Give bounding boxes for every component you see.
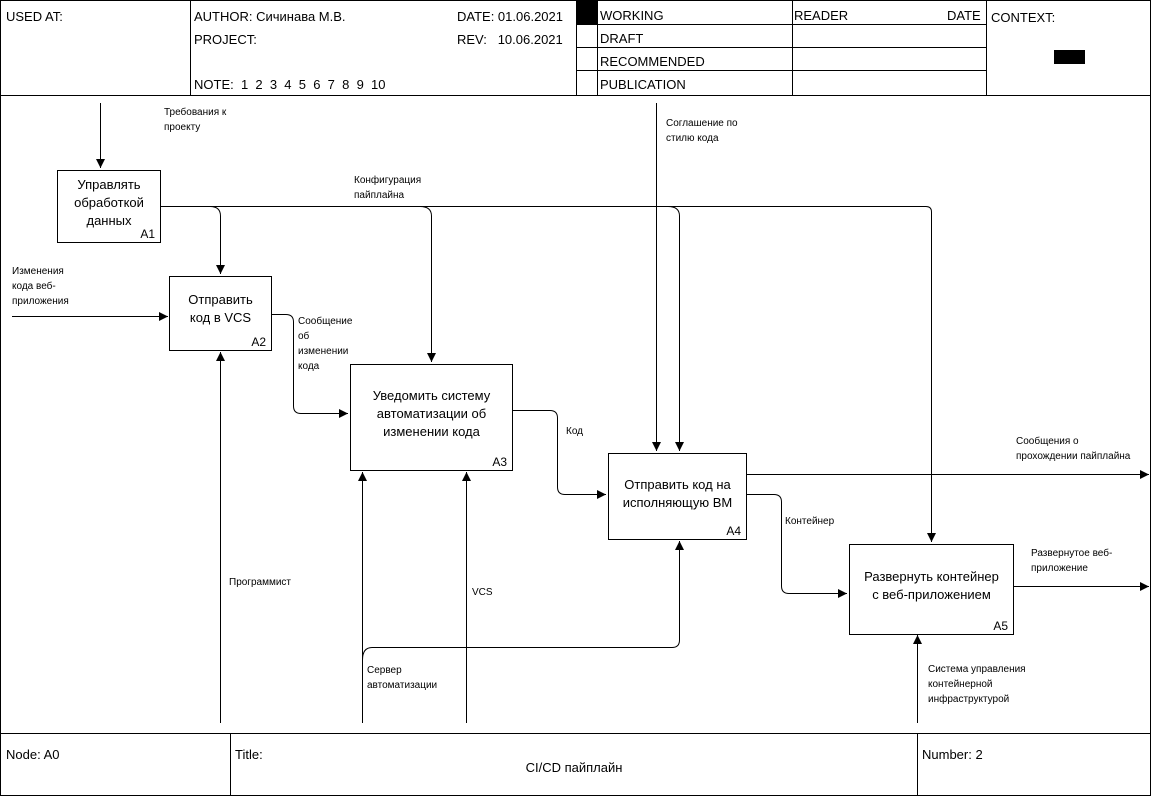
arrow-a3-to-a4 [511,410,606,499]
activity-a3-number: A3 [492,455,507,469]
activity-a5-title: Развернуть контейнер с веб-приложением [864,569,999,602]
context-label: CONTEXT: [991,10,1056,25]
reader-label: READER [794,8,849,23]
label-container: Контейнер [785,516,835,527]
author-field: AUTHOR: Сичинава М.В. [194,9,346,24]
status-working: WORKING [600,8,664,23]
arrow-config-to-a3 [419,206,436,362]
arrow-a4-to-a5 [746,494,847,598]
label-change-message: Сообщение об изменении кода [298,316,353,372]
label-container-orchestration: Система управления контейнерной инфрастр… [928,664,1026,705]
label-vcs: VCS [472,587,493,598]
label-pipeline-messages: Сообщения о прохождении пайплайна [1016,436,1131,462]
note-field: NOTE: 1 2 3 4 5 6 7 8 9 10 [194,77,386,92]
date-field: DATE: 01.06.2021 [457,9,563,24]
activity-a3-title: Уведомить систему автоматизации об измен… [372,388,491,439]
arrow-config-to-a4 [667,206,684,451]
label-style-agreement: Соглашение по стилю кода [666,118,738,144]
number-field: Number: 2 [922,747,983,762]
activity-box-a5[interactable]: Развернуть контейнер с веб-приложением A… [849,544,1014,635]
label-programmer: Программист [229,577,291,588]
project-field: PROJECT: [194,32,257,47]
arrows [12,103,1149,723]
activity-a1-title: Управлять обработкой данных [74,177,144,228]
arrow-a2-to-a3 [272,314,348,418]
used-at-label: USED AT: [6,9,63,24]
label-pipeline-config: Конфигурация пайплайна [354,175,422,201]
status-draft: DRAFT [600,31,644,46]
arrow-config-to-a2 [209,206,225,274]
working-status-marker [577,1,597,24]
context-marker [1054,50,1085,64]
title-label: Title: [235,747,263,762]
activity-a2-number: A2 [251,335,266,349]
label-requirements: Требования к проекту [164,107,227,133]
activity-a2-title: Отправить код в VCS [188,292,253,325]
label-code-changes: Изменения кода веб- приложения [12,266,69,307]
activity-a1-number: A1 [140,227,155,241]
node-field: Node: A0 [6,747,60,762]
status-publication: PUBLICATION [600,77,686,92]
label-automation-server: Сервер автоматизации [367,665,438,691]
activity-a4-number: A4 [726,524,741,538]
rev-field: REV: 10.06.2021 [457,32,563,47]
activity-box-a4[interactable]: Отправить код на исполняющую ВМ A4 [608,453,747,540]
label-code: Код [566,426,584,437]
reader-date-label: DATE [947,8,981,23]
activity-box-a2[interactable]: Отправить код в VCS A2 [169,276,272,351]
activity-box-a1[interactable]: Управлять обработкой данных A1 [57,170,161,243]
activity-a5-number: A5 [993,619,1008,633]
diagram-title: CI/CD пайплайн [525,760,623,775]
label-deployed-app: Развернутое веб- приложение [1031,548,1113,574]
status-recommended: RECOMMENDED [600,54,705,69]
activity-a4-title: Отправить код на исполняющую ВМ [622,477,733,510]
activity-box-a3[interactable]: Уведомить систему автоматизации об измен… [350,364,513,471]
arrow-config-to-a5 [160,206,936,542]
arrow-server-to-a4 [362,541,684,661]
